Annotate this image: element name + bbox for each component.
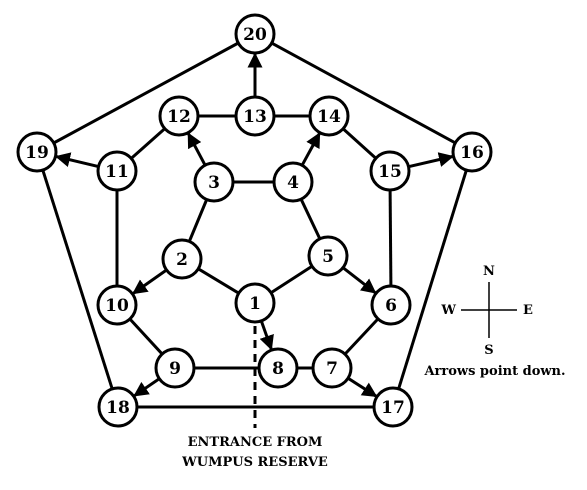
edge-20-16 [270, 41, 456, 144]
cave-node-label: 12 [167, 107, 191, 127]
cave-node-circle [96, 150, 138, 192]
compass: N S E W Arrows point down. [423, 264, 565, 379]
compass-east: E [523, 303, 533, 318]
cave-node-label: 20 [243, 25, 267, 45]
cave-node-circle [234, 282, 276, 324]
cave-node-circle [370, 284, 412, 326]
cave-node-circle [193, 161, 235, 203]
cave-node-circle [234, 95, 276, 137]
edge-5-6 [342, 266, 377, 294]
cave-node-circle [369, 150, 411, 192]
edge-2-1 [197, 267, 239, 294]
cave-node-18: 18 [97, 386, 139, 428]
edge-2-10 [132, 268, 168, 295]
cave-node-label: 3 [208, 173, 220, 193]
cave-node-label: 18 [106, 398, 130, 418]
cave-node-20: 20 [234, 13, 276, 55]
entrance-label-line2: WUMPUS RESERVE [181, 455, 328, 470]
nodes-layer: 20 19 16 18 17 12 13 14 11 15 10 6 9 7 8 3 4 2 5 1 [16, 13, 493, 428]
edge-9-18 [133, 377, 161, 397]
edge-14-15 [342, 127, 377, 159]
cave-node-circle [451, 131, 493, 173]
cave-node-9: 9 [154, 347, 196, 389]
cave-node-label: 4 [287, 173, 299, 193]
edge-3-12 [187, 132, 207, 166]
cave-node-circle [272, 161, 314, 203]
edge-3-2 [188, 198, 209, 242]
edge-10-9 [128, 317, 163, 355]
cave-node-circle [96, 284, 138, 326]
cave-node-label: 17 [381, 398, 405, 418]
cave-node-17: 17 [372, 386, 414, 428]
edge-4-5 [299, 198, 321, 239]
cave-node-14: 14 [308, 95, 350, 137]
arrows-note: Arrows point down. [423, 364, 565, 379]
edge-7-17 [347, 376, 378, 398]
edge-6-7 [344, 317, 380, 355]
cave-node-circle [257, 347, 299, 389]
cave-node-4: 4 [272, 161, 314, 203]
edge-19-18 [41, 169, 114, 389]
cave-node-16: 16 [451, 131, 493, 173]
cave-node-12: 12 [158, 95, 200, 137]
cave-node-circle [154, 347, 196, 389]
edge-16-17 [397, 169, 468, 389]
cave-node-5: 5 [307, 235, 349, 277]
edge-1-8 [259, 320, 274, 351]
cave-node-label: 2 [176, 250, 188, 270]
cave-node-circle [308, 95, 350, 137]
cave-node-label: 8 [272, 359, 284, 379]
cave-node-label: 9 [169, 359, 181, 379]
cave-node-circle [234, 13, 276, 55]
cave-node-label: 11 [105, 162, 129, 182]
cave-node-label: 6 [385, 296, 397, 316]
cave-node-11: 11 [96, 150, 138, 192]
cave-node-label: 19 [25, 143, 49, 163]
edge-15-6 [388, 189, 393, 286]
cave-node-circle [16, 131, 58, 173]
cave-node-label: 15 [378, 162, 402, 182]
edge-4-14 [300, 132, 321, 167]
cave-node-label: 14 [317, 107, 341, 127]
cave-node-circle [307, 235, 349, 277]
cave-node-label: 16 [460, 143, 484, 163]
cave-node-13: 13 [234, 95, 276, 137]
cave-node-15: 15 [369, 150, 411, 192]
cave-node-8: 8 [257, 347, 299, 389]
cave-node-label: 5 [322, 247, 334, 267]
cave-node-3: 3 [193, 161, 235, 203]
cave-node-2: 2 [161, 238, 203, 280]
edge-5-1 [270, 265, 313, 294]
cave-node-7: 7 [311, 347, 353, 389]
cave-node-1: 1 [234, 282, 276, 324]
entrance-label-line1: ENTRANCE FROM [188, 435, 323, 450]
cave-node-circle [158, 95, 200, 137]
edge-15-16 [408, 152, 454, 169]
cave-node-label: 13 [243, 107, 267, 127]
compass-south: S [484, 343, 493, 358]
edge-11-19 [55, 152, 99, 169]
cave-node-circle [372, 386, 414, 428]
cave-node-circle [311, 347, 353, 389]
edge-12-11 [131, 127, 166, 159]
cave-node-circle [97, 386, 139, 428]
cave-node-19: 19 [16, 131, 58, 173]
edges-layer [41, 41, 468, 409]
cave-node-label: 7 [326, 359, 338, 379]
cave-node-label: 10 [105, 296, 129, 316]
cave-node-label: 1 [249, 294, 261, 314]
cave-node-6: 6 [370, 284, 412, 326]
compass-west: W [440, 303, 456, 318]
compass-north: N [483, 264, 495, 279]
edge-20-19 [53, 41, 240, 144]
cave-node-circle [161, 238, 203, 280]
cave-node-10: 10 [96, 284, 138, 326]
